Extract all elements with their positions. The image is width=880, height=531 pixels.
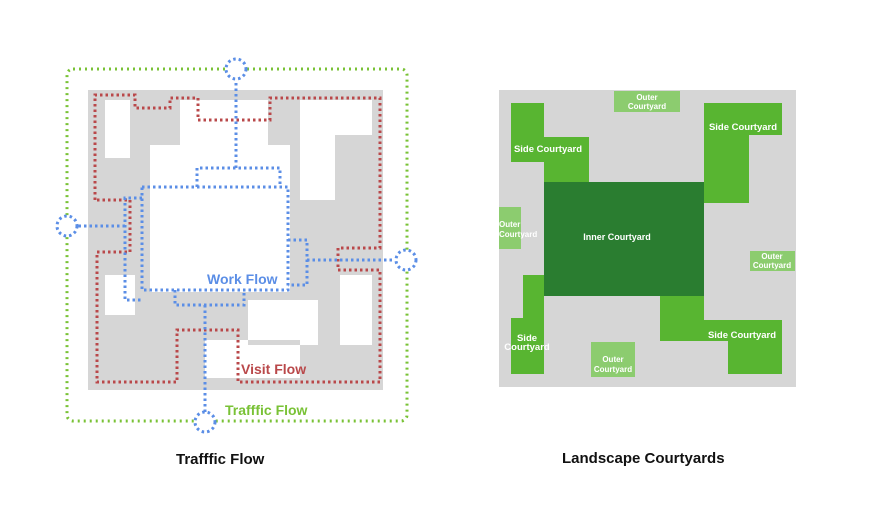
outer-courtyard-top-label-2: Courtyard xyxy=(628,102,666,111)
side-courtyard-bottom-left-label-2: Courtyard xyxy=(504,342,550,353)
courtyards-diagram: Inner Courtyard Side Courtyard Side Cour… xyxy=(499,90,796,387)
outer-courtyard-bottom xyxy=(591,342,635,377)
outer-courtyard-right xyxy=(750,251,795,271)
side-courtyard-bottom-left-label-1: Side xyxy=(517,333,537,344)
outer-courtyard-left-label-2: Courtyard xyxy=(499,230,537,239)
landscape-courtyards-caption: Landscape Courtyards xyxy=(562,450,725,467)
visit-flow-label: Visit Flow xyxy=(241,361,306,377)
outer-courtyard-right-label-2: Courtyard xyxy=(753,261,791,270)
building-mass xyxy=(88,90,383,390)
inner-courtyard-label: Inner Courtyard xyxy=(583,232,651,242)
side-courtyard-bottom-right xyxy=(660,296,782,374)
side-courtyard-top-left-label: Side Courtyard xyxy=(514,144,582,155)
access-node-bottom xyxy=(193,410,217,434)
outer-courtyard-bottom-label-2: Courtyard xyxy=(594,365,632,374)
outer-courtyard-right-label-1: Outer xyxy=(761,252,782,261)
traffic-flow-label: Trafffic Flow xyxy=(225,402,308,418)
outer-courtyard-left xyxy=(499,207,521,249)
side-courtyard-bottom-left xyxy=(511,275,544,374)
side-courtyard-top-right-label: Side Courtyard xyxy=(709,122,777,133)
side-courtyard-top-left xyxy=(511,103,589,182)
outer-courtyard-bottom-label-1: Outer xyxy=(602,355,623,364)
inner-courtyard xyxy=(544,182,704,296)
work-flow-label: Work Flow xyxy=(207,271,278,287)
outer-courtyard-left-label-1: Outer xyxy=(499,220,520,229)
access-node-right xyxy=(394,248,418,272)
side-courtyard-top-right xyxy=(704,103,782,203)
access-node-top xyxy=(224,57,248,81)
side-courtyard-bottom-right-label: Side Courtyard xyxy=(708,330,776,341)
access-node-left xyxy=(55,214,79,238)
work-flow-network xyxy=(78,80,395,412)
traffic-flow-caption: Trafffic Flow xyxy=(176,451,265,468)
traffic-flow-diagram: Work Flow Visit Flow Trafffic Flow xyxy=(55,57,418,434)
outer-courtyard-top-label-1: Outer xyxy=(636,93,657,102)
visit-flow-path xyxy=(93,93,382,384)
outer-courtyard-top xyxy=(614,91,680,112)
